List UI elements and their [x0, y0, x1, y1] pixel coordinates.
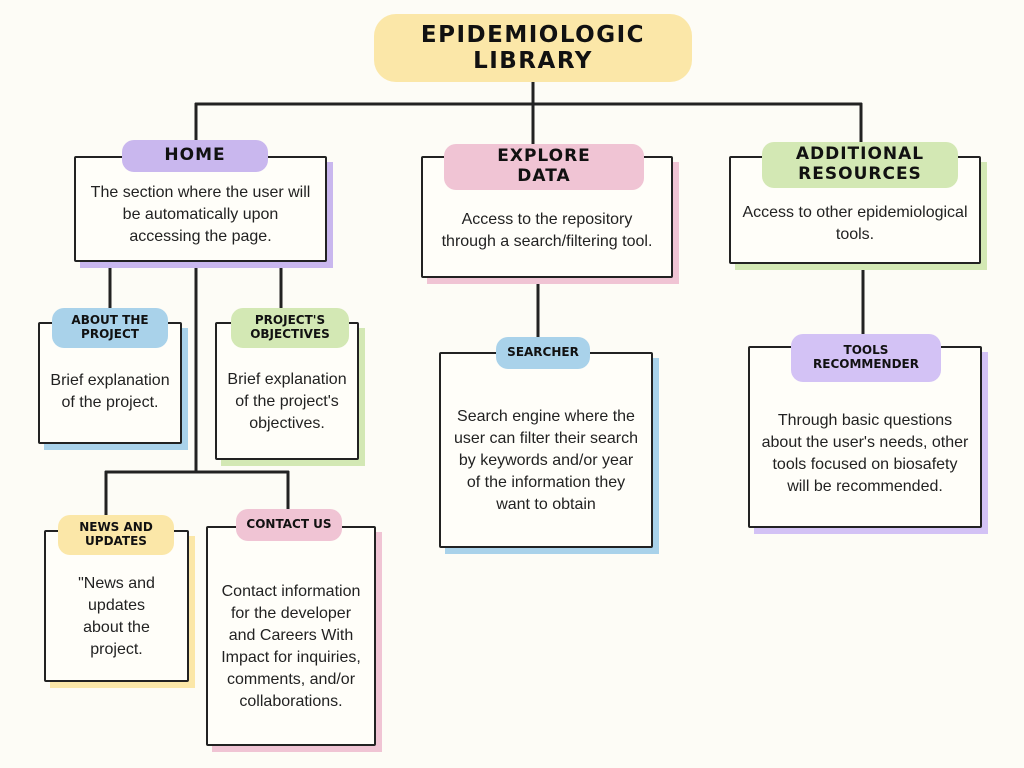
additional-tag: ADDITIONAL RESOURCES — [762, 142, 958, 188]
objectives-description: Brief explanation of the project's objec… — [227, 371, 347, 432]
about-tag: ABOUT THE PROJECT — [52, 308, 168, 348]
about-description: Brief explanation of the project. — [50, 372, 170, 411]
home-description: The section where the user will be autom… — [90, 184, 311, 245]
searcher-box: Search engine where the user can filter … — [439, 352, 653, 548]
home-box: The section where the user will be autom… — [74, 156, 327, 262]
tools-box: Through basic questions about the user's… — [748, 346, 982, 528]
additional-description: Access to other epidemiological tools. — [742, 204, 968, 243]
diagram-title: EPIDEMIOLOGIC LIBRARY — [374, 14, 692, 82]
contact-description: Contact information for the developer an… — [221, 583, 361, 710]
home-tag: HOME — [122, 140, 268, 172]
explore-tag: EXPLORE DATA — [444, 144, 644, 190]
objectives-tag: PROJECT'S OBJECTIVES — [231, 308, 349, 348]
searcher-description: Search engine where the user can filter … — [453, 408, 639, 513]
explore-description: Access to the repository through a searc… — [441, 211, 653, 250]
contact-tag: CONTACT US — [236, 509, 342, 541]
news-tag: NEWS AND UPDATES — [58, 515, 174, 555]
contact-box: Contact information for the developer an… — [206, 526, 376, 746]
news-box: "News and updates about the project. — [44, 530, 189, 682]
news-description: "News and updates about the project. — [78, 575, 155, 658]
tools-description: Through basic questions about the user's… — [761, 412, 969, 495]
tools-tag: TOOLS RECOMMENDER — [791, 334, 941, 382]
searcher-tag: SEARCHER — [496, 337, 590, 369]
